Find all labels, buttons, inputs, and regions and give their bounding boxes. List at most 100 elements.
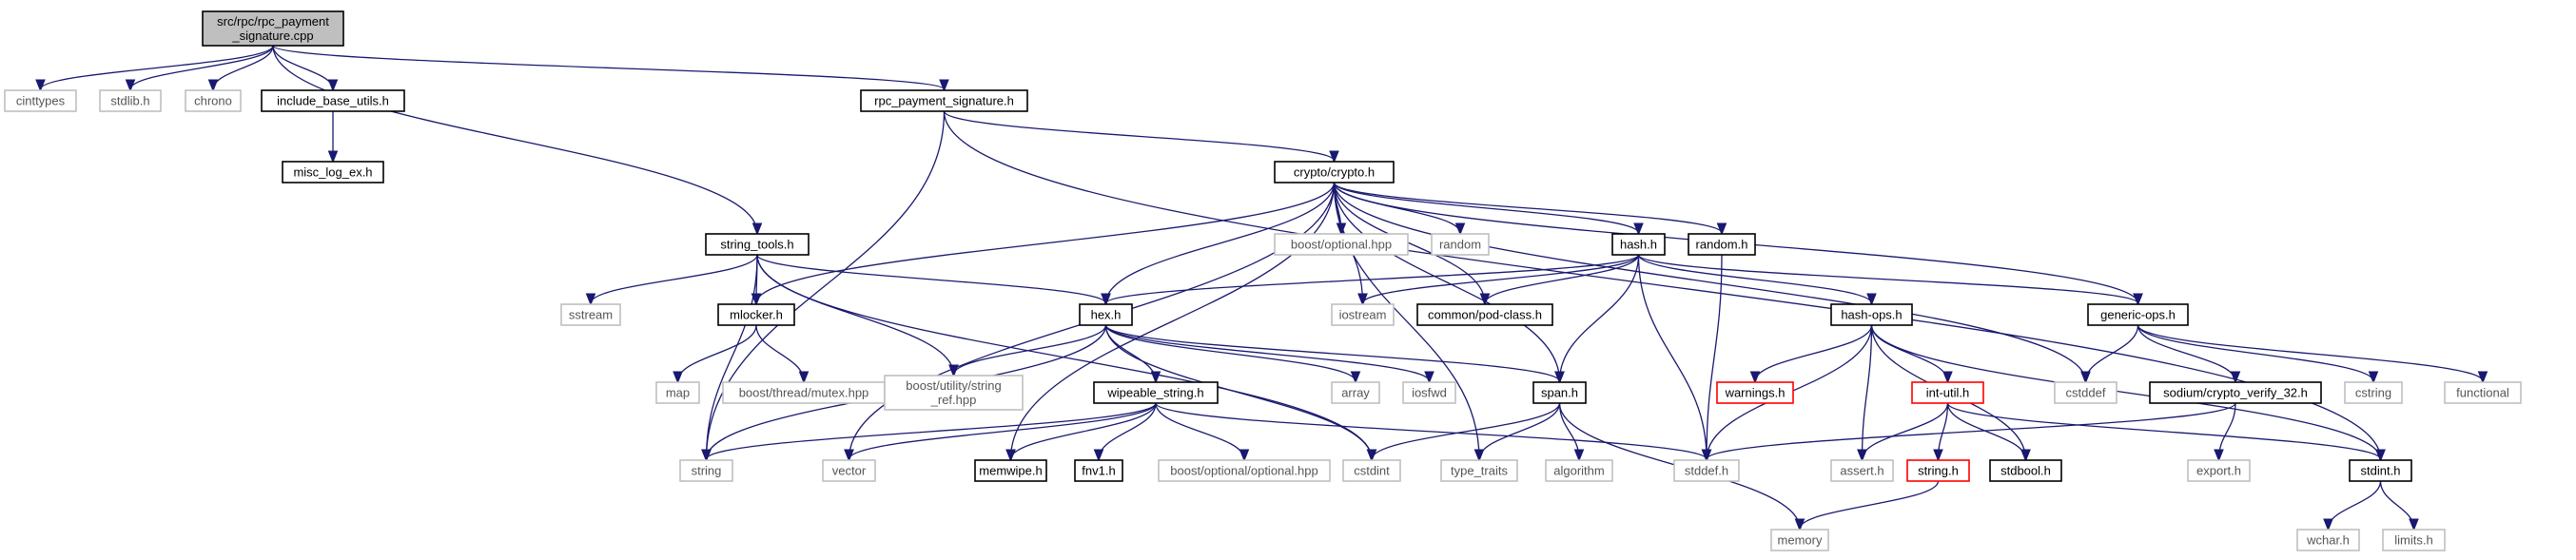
edge-arrow <box>707 254 758 459</box>
edge-arrow <box>1755 324 1873 381</box>
node-pod-class-h[interactable]: common/pod-class.h <box>1416 303 1553 326</box>
edge-rpc_payment_signature_h-to-crypto_h <box>943 110 1335 161</box>
edge-hash_ops_h-to-stdint_h <box>1870 324 2381 459</box>
edge-crypto_h-to-cstddef <box>1333 182 2086 381</box>
node-label: stdlib.h <box>110 94 149 108</box>
node-box <box>1906 459 1970 482</box>
edge-arrow <box>756 182 1336 303</box>
node-layer: src/rpc/rpc_payment_signature.cppcinttyp… <box>4 10 2522 551</box>
node-stdint-h[interactable]: stdint.h <box>2349 459 2412 482</box>
node-label: export.h <box>2196 464 2241 478</box>
edge-rpc_payment_signature_h-to-string <box>707 110 946 459</box>
edge-hash_h-to-iostream <box>1363 254 1640 303</box>
node-random-h[interactable]: random.h <box>1688 233 1756 256</box>
edge-stdint_h-to-wchar_h <box>2329 480 2382 529</box>
node-cinttypes: cinttypes <box>4 89 77 112</box>
edge-int_util_h-to-stdint_h <box>1946 402 2381 459</box>
node-crypto-h[interactable]: crypto/crypto.h <box>1274 161 1395 183</box>
node-label: type_traits <box>1451 464 1508 478</box>
node-limits-h: limits.h <box>2382 529 2446 551</box>
node-label: crypto/crypto.h <box>1294 165 1375 180</box>
edge-arrow <box>954 324 1107 375</box>
node-span-h[interactable]: span.h <box>1532 381 1587 404</box>
node-root[interactable]: src/rpc/rpc_payment_signature.cpp <box>202 10 344 47</box>
edge-arrow <box>2137 324 2374 381</box>
edge-arrow <box>1479 402 1561 459</box>
edge-arrow <box>2219 402 2236 459</box>
node-algorithm: algorithm <box>1545 459 1613 482</box>
node-box <box>1074 459 1123 482</box>
node-box <box>1770 529 1829 551</box>
node-include-base-utils-h[interactable]: include_base_utils.h <box>261 89 405 112</box>
edge-string_tools_h-to-cstdint <box>756 254 1372 459</box>
node-box <box>2444 381 2522 404</box>
node-hash-ops-h[interactable]: hash-ops.h <box>1830 303 1913 326</box>
edge-hash_h-to-generic_ops_h <box>1637 254 2138 303</box>
node-vector: vector <box>822 459 876 482</box>
edge-arrow <box>2086 324 2139 381</box>
node-box <box>1830 459 1894 482</box>
node-label: stdbool.h <box>2000 464 2051 478</box>
edge-arrow <box>1333 182 1560 381</box>
edge-wipeable_string_h-to-boost_optional_optional <box>1155 402 1244 459</box>
node-label: span.h <box>1541 386 1578 400</box>
node-int-util-h[interactable]: int-util.h <box>1911 381 1984 404</box>
node-box <box>1342 459 1401 482</box>
node-label: cstdint <box>1354 464 1390 478</box>
node-box <box>717 303 795 326</box>
node-label: cstddef <box>2066 386 2106 400</box>
node-sodium-verify-h[interactable]: sodium/crypto_verify_32.h <box>2149 381 2322 404</box>
node-array: array <box>1331 381 1380 404</box>
edge-arrow <box>2329 480 2382 529</box>
node-box <box>185 89 242 112</box>
node-string-h[interactable]: string.h <box>1906 459 1970 482</box>
node-label: include_base_utils.h <box>277 94 389 108</box>
edge-string_tools_h-to-hex_h <box>756 254 1106 303</box>
edge-arrow <box>1870 324 2381 459</box>
node-box <box>1989 459 2062 482</box>
node-hex-h[interactable]: hex.h <box>1079 303 1133 326</box>
edge-arrow <box>1104 324 1356 381</box>
edge-hex_h-to-cstdint <box>1104 324 1373 459</box>
edge-crypto_h-to-pod_class_h <box>1333 182 1486 303</box>
edge-crypto_h-to-hex_h <box>1106 182 1336 303</box>
node-iostream: iostream <box>1331 303 1395 326</box>
edge-hex_h-to-boost_string_ref <box>954 324 1107 375</box>
edge-arrow <box>756 254 1372 459</box>
node-fnv1-h[interactable]: fnv1.h <box>1074 459 1123 482</box>
edge-arrow <box>1637 254 2138 303</box>
edge-arrow <box>849 402 1157 459</box>
node-rpc-payment-signature-h[interactable]: rpc_payment_signature.h <box>860 89 1028 112</box>
edge-hash_ops_h-to-warnings_h <box>1755 324 1873 381</box>
edge-hex_h-to-iosfwd <box>1104 324 1430 381</box>
node-stdbool-h[interactable]: stdbool.h <box>1989 459 2062 482</box>
node-wipeable-string-h[interactable]: wipeable_string.h <box>1093 381 1219 404</box>
edge-arrow <box>1637 254 1872 303</box>
node-label: warnings.h <box>1725 386 1786 400</box>
edge-arrow <box>1800 480 1940 529</box>
edge-crypto_h-to-random_h <box>1333 182 1723 233</box>
node-box <box>1440 459 1518 482</box>
node-memwipe-h[interactable]: memwipe.h <box>974 459 1047 482</box>
edge-arrow <box>1104 324 1430 381</box>
node-warnings-h[interactable]: warnings.h <box>1716 381 1794 404</box>
node-label: src/rpc/rpc_payment <box>217 14 329 29</box>
node-boost-optional-hpp: boost/optional.hpp <box>1274 233 1409 256</box>
node-label: string_tools.h <box>720 238 793 252</box>
node-box <box>1079 303 1133 326</box>
node-string: string <box>679 459 733 482</box>
edge-span_h-to-algorithm <box>1558 402 1580 459</box>
node-export-h: export.h <box>2187 459 2251 482</box>
node-generic-ops-h[interactable]: generic-ops.h <box>2087 303 2189 326</box>
node-box <box>1545 459 1613 482</box>
node-mlocker-h[interactable]: mlocker.h <box>717 303 795 326</box>
node-hash-h[interactable]: hash.h <box>1611 233 1666 256</box>
node-label: random <box>1439 238 1481 252</box>
node-misc-log-ex-h[interactable]: misc_log_ex.h <box>282 161 384 183</box>
node-string-tools-h[interactable]: string_tools.h <box>705 233 810 256</box>
edge-crypto_h-to-hash_h <box>1333 182 1639 233</box>
node-label: random.h <box>1696 238 1748 252</box>
edge-hash_h-to-stddef_h <box>1637 254 1708 459</box>
edge-hash_ops_h-to-assert_h <box>1863 324 1873 459</box>
